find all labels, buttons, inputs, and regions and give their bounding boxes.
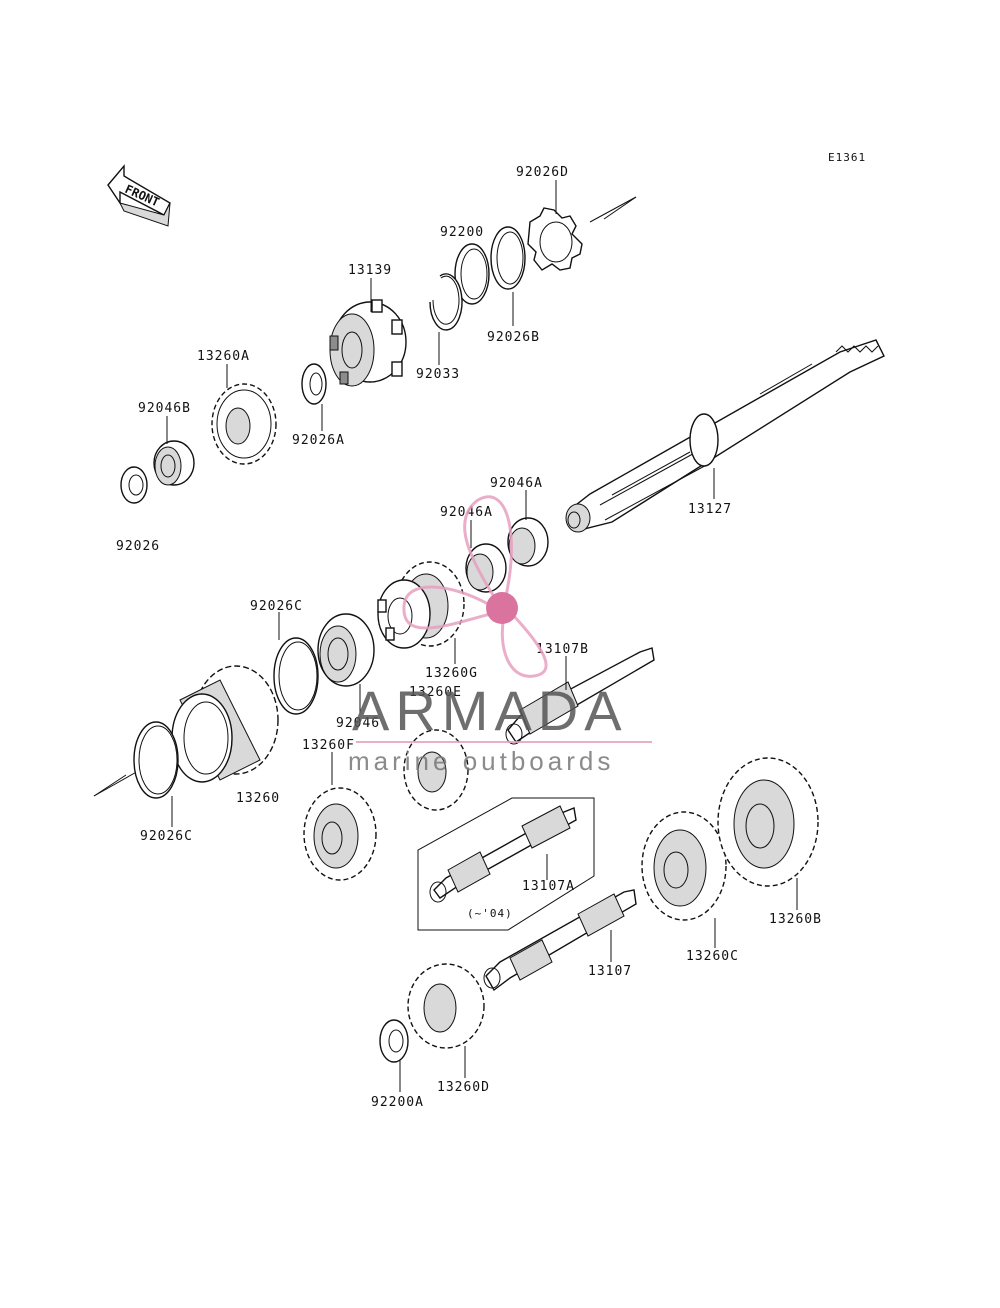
part-92026B-washer bbox=[490, 226, 526, 290]
label-13139: 13139 bbox=[348, 263, 392, 278]
watermark-brand: ARMADA bbox=[352, 679, 628, 742]
label-92033: 92033 bbox=[416, 367, 460, 382]
label-13107A: 13107A bbox=[522, 879, 575, 894]
part-13107A-boxed-variant: (~'04) bbox=[417, 797, 595, 931]
part-13127-output-shaft bbox=[565, 339, 885, 533]
label-13260: 13260 bbox=[236, 791, 280, 806]
part-gear-middle bbox=[403, 729, 469, 811]
part-13260D-gear bbox=[407, 963, 485, 1049]
part-13260-drum-gear bbox=[171, 665, 279, 783]
part-92046B-needle-bearing bbox=[153, 440, 195, 486]
label-92026A: 92026A bbox=[292, 433, 345, 448]
label-92046: 92046 bbox=[336, 716, 380, 731]
part-92200A-shim bbox=[379, 1019, 409, 1063]
label-13260E: 13260E bbox=[409, 685, 462, 700]
label-13260F: 13260F bbox=[302, 738, 355, 753]
label-13260G: 13260G bbox=[425, 666, 478, 681]
label-13260A: 13260A bbox=[197, 349, 250, 364]
part-92046-needle-bearing bbox=[317, 613, 375, 687]
label-13260D: 13260D bbox=[437, 1080, 490, 1095]
label-92026C-upper: 92026C bbox=[250, 599, 303, 614]
front-arrow-icon: FRONT bbox=[107, 164, 171, 227]
leader-lines bbox=[166, 180, 798, 1092]
direction-arrow-top-icon bbox=[589, 196, 637, 223]
part-92026D-lock-washer bbox=[527, 207, 583, 271]
label-92046B: 92046B bbox=[138, 401, 191, 416]
armada-watermark: ARMADA marine outboards bbox=[348, 495, 652, 776]
label-13107: 13107 bbox=[588, 964, 632, 979]
part-13260C-gear bbox=[641, 811, 727, 921]
label-92026: 92026 bbox=[116, 539, 160, 554]
label-92046A-upper: 92046A bbox=[490, 476, 543, 491]
part-labels: 92026D 92200 13139 92026B 92033 13260A 9… bbox=[116, 165, 822, 1110]
propeller-logo-icon bbox=[402, 495, 548, 678]
part-92033-circlip bbox=[429, 273, 463, 331]
label-13260B: 13260B bbox=[769, 912, 822, 927]
part-13260B-gear bbox=[717, 757, 819, 887]
direction-arrow-bottom-icon bbox=[93, 769, 141, 797]
part-13107B-shaft bbox=[505, 647, 655, 745]
part-92026C-ring-lower bbox=[133, 721, 179, 799]
part-13107-shaft bbox=[483, 889, 637, 992]
part-92026A-washer bbox=[301, 363, 327, 405]
part-13260A-gear bbox=[211, 383, 277, 465]
label-92026D: 92026D bbox=[516, 165, 569, 180]
part-92026-washer bbox=[120, 466, 148, 504]
watermark-tagline: marine outboards bbox=[348, 746, 614, 776]
label-92026B: 92026B bbox=[487, 330, 540, 345]
part-92200-shim bbox=[454, 243, 490, 305]
label-13127: 13127 bbox=[688, 502, 732, 517]
label-92026C-lower: 92026C bbox=[140, 829, 193, 844]
label-92200A: 92200A bbox=[371, 1095, 424, 1110]
part-92046A-bearing-a bbox=[507, 517, 549, 567]
label-13260C: 13260C bbox=[686, 949, 739, 964]
variant-note: (~'04) bbox=[467, 907, 513, 920]
part-13260F-gear bbox=[303, 787, 377, 881]
label-13107B: 13107B bbox=[536, 642, 589, 657]
part-92046A-bearing-b bbox=[465, 543, 507, 593]
part-92026C-ring-upper bbox=[273, 637, 319, 715]
label-92200: 92200 bbox=[440, 225, 484, 240]
diagram-code: E1361 bbox=[828, 151, 866, 164]
part-13139-shift-dog bbox=[329, 299, 407, 387]
